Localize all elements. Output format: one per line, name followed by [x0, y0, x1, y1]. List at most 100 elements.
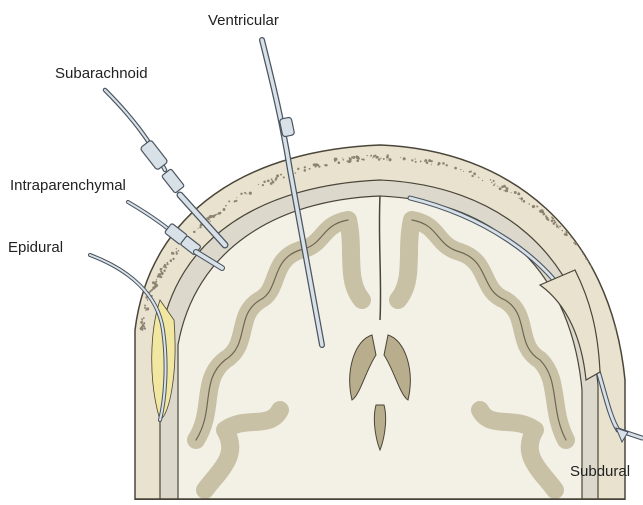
bone-speckle: [607, 290, 609, 292]
bone-speckle: [144, 327, 146, 329]
bone-speckle: [295, 172, 297, 174]
bone-speckle: [605, 285, 607, 287]
bone-speckle: [315, 163, 318, 166]
bone-speckle: [606, 288, 608, 290]
bone-speckle: [460, 169, 461, 170]
bone-speckle: [610, 298, 613, 301]
bone-speckle: [386, 159, 387, 160]
bone-speckle: [349, 160, 351, 162]
bone-speckle: [606, 283, 607, 284]
bone-speckle: [562, 230, 563, 231]
bone-speckle: [613, 301, 616, 304]
bone-speckle: [420, 160, 422, 162]
bone-speckle: [614, 307, 617, 310]
bone-speckle: [157, 275, 159, 277]
label-subdural: Subdural: [570, 463, 630, 480]
bone-speckle: [607, 295, 608, 296]
bone-speckle: [494, 184, 495, 185]
label-subarachnoid: Subarachnoid: [55, 65, 148, 82]
bone-speckle: [615, 313, 616, 314]
bone-speckle: [246, 193, 247, 194]
bone-speckle: [170, 259, 173, 262]
bone-speckle: [383, 158, 385, 160]
bone-speckle: [225, 205, 227, 207]
bone-speckle: [519, 198, 520, 199]
bone-speckle: [144, 304, 146, 306]
bone-speckle: [356, 156, 359, 159]
bone-speckle: [497, 186, 498, 187]
bone-speckle: [210, 215, 212, 217]
bone-speckle: [511, 192, 512, 193]
bone-speckle: [219, 212, 222, 215]
bone-speckle: [304, 169, 307, 172]
bone-speckle: [283, 176, 285, 178]
bone-speckle: [609, 301, 612, 304]
bone-speckle: [586, 252, 587, 253]
bone-speckle: [583, 253, 584, 254]
bone-speckle: [386, 156, 389, 159]
bone-speckle: [262, 184, 264, 186]
bone-speckle: [616, 320, 619, 323]
bone-speckle: [151, 290, 153, 292]
bone-speckle: [304, 166, 306, 168]
bone-speckle: [377, 156, 379, 158]
bone-speckle: [521, 200, 522, 201]
bone-speckle: [334, 158, 337, 161]
bone-speckle: [605, 287, 608, 290]
bone-speckle: [172, 258, 174, 260]
bone-speckle: [424, 159, 427, 162]
bone-speckle: [234, 200, 236, 202]
bone-speckle: [613, 314, 616, 317]
bone-speckle: [426, 162, 429, 165]
bone-speckle: [144, 307, 146, 309]
bone-speckle: [160, 276, 162, 278]
bone-speckle: [146, 298, 147, 299]
bone-speckle: [556, 223, 558, 225]
bone-speckle: [373, 155, 375, 157]
bone-speckle: [193, 231, 196, 234]
bone-speckle: [607, 285, 609, 287]
bone-speckle: [372, 157, 373, 158]
bone-speckle: [199, 226, 201, 228]
bone-speckle: [615, 310, 617, 312]
bone-speckle: [612, 306, 614, 308]
bone-speckle: [556, 225, 559, 228]
bone-speckle: [600, 279, 602, 281]
bone-speckle: [356, 159, 359, 162]
bone-speckle: [387, 154, 389, 156]
bone-speckle: [236, 197, 237, 198]
bone-speckle: [600, 275, 601, 276]
bone-speckle: [611, 294, 612, 295]
bone-speckle: [162, 268, 163, 269]
bone-speckle: [349, 157, 351, 159]
bone-speckle: [616, 313, 619, 316]
subarachnoid-bolt: [105, 90, 225, 245]
bone-speckle: [438, 162, 441, 165]
bone-speckle: [240, 193, 242, 195]
bone-speckle: [523, 200, 526, 203]
bone-speckle: [600, 273, 601, 274]
bone-speckle: [338, 161, 341, 164]
bone-speckle: [446, 164, 448, 166]
bone-speckle: [160, 270, 162, 272]
bone-speckle: [309, 168, 311, 170]
bone-speckle: [164, 264, 166, 266]
bone-speckle: [141, 318, 143, 320]
bone-speckle: [603, 279, 605, 281]
bone-speckle: [223, 208, 226, 211]
bone-speckle: [140, 321, 143, 324]
bone-speckle: [367, 155, 368, 156]
bone-speckle: [617, 323, 619, 325]
bone-speckle: [552, 217, 554, 219]
label-ventricular: Ventricular: [208, 12, 279, 29]
bone-speckle: [471, 175, 473, 177]
bone-speckle: [517, 192, 520, 195]
bone-speckle: [532, 205, 535, 208]
bone-speckle: [156, 279, 157, 280]
bone-speckle: [611, 294, 612, 295]
bone-speckle: [297, 168, 299, 170]
bone-speckle: [613, 299, 616, 302]
bone-speckle: [493, 180, 495, 182]
bone-speckle: [276, 174, 279, 177]
